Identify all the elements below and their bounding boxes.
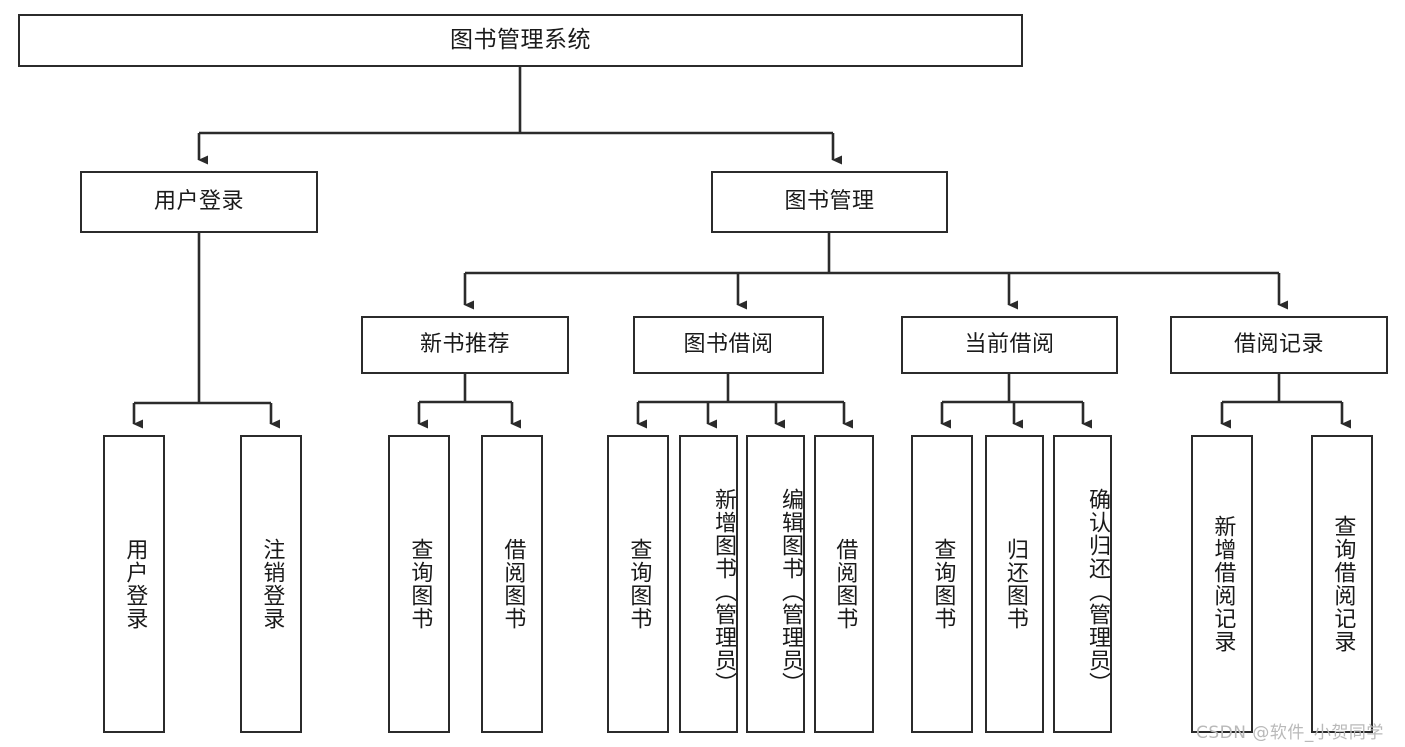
leaf-logout[interactable]: 注销登录 — [240, 435, 302, 733]
leaf-edit-book-admin[interactable]: 编辑图书（管理员） — [746, 435, 805, 733]
node-book-management[interactable]: 图书管理 — [711, 171, 948, 233]
csdn-watermark: CSDN @软件_小贺同学 — [1196, 723, 1384, 743]
node-current-borrow[interactable]: 当前借阅 — [901, 316, 1118, 374]
leaf-add-book-admin[interactable]: 新增图书（管理员） — [679, 435, 738, 733]
node-user-login[interactable]: 用户登录 — [80, 171, 318, 233]
leaf-query-borrow-record[interactable]: 查询借阅记录 — [1311, 435, 1373, 733]
leaf-user-login[interactable]: 用户登录 — [103, 435, 165, 733]
leaf-query-book-borrow[interactable]: 查询图书 — [607, 435, 669, 733]
node-book-borrow[interactable]: 图书借阅 — [633, 316, 824, 374]
leaf-add-borrow-record[interactable]: 新增借阅记录 — [1191, 435, 1253, 733]
leaf-borrow-book[interactable]: 借阅图书 — [814, 435, 874, 733]
leaf-return-book[interactable]: 归还图书 — [985, 435, 1044, 733]
node-new-book-recommend[interactable]: 新书推荐 — [361, 316, 569, 374]
leaf-borrow-book-recommend[interactable]: 借阅图书 — [481, 435, 543, 733]
node-root-system[interactable]: 图书管理系统 — [18, 14, 1023, 67]
node-borrow-records[interactable]: 借阅记录 — [1170, 316, 1388, 374]
leaf-query-book-current[interactable]: 查询图书 — [911, 435, 973, 733]
leaf-query-book-recommend[interactable]: 查询图书 — [388, 435, 450, 733]
leaf-confirm-return-admin[interactable]: 确认归还（管理员） — [1053, 435, 1112, 733]
